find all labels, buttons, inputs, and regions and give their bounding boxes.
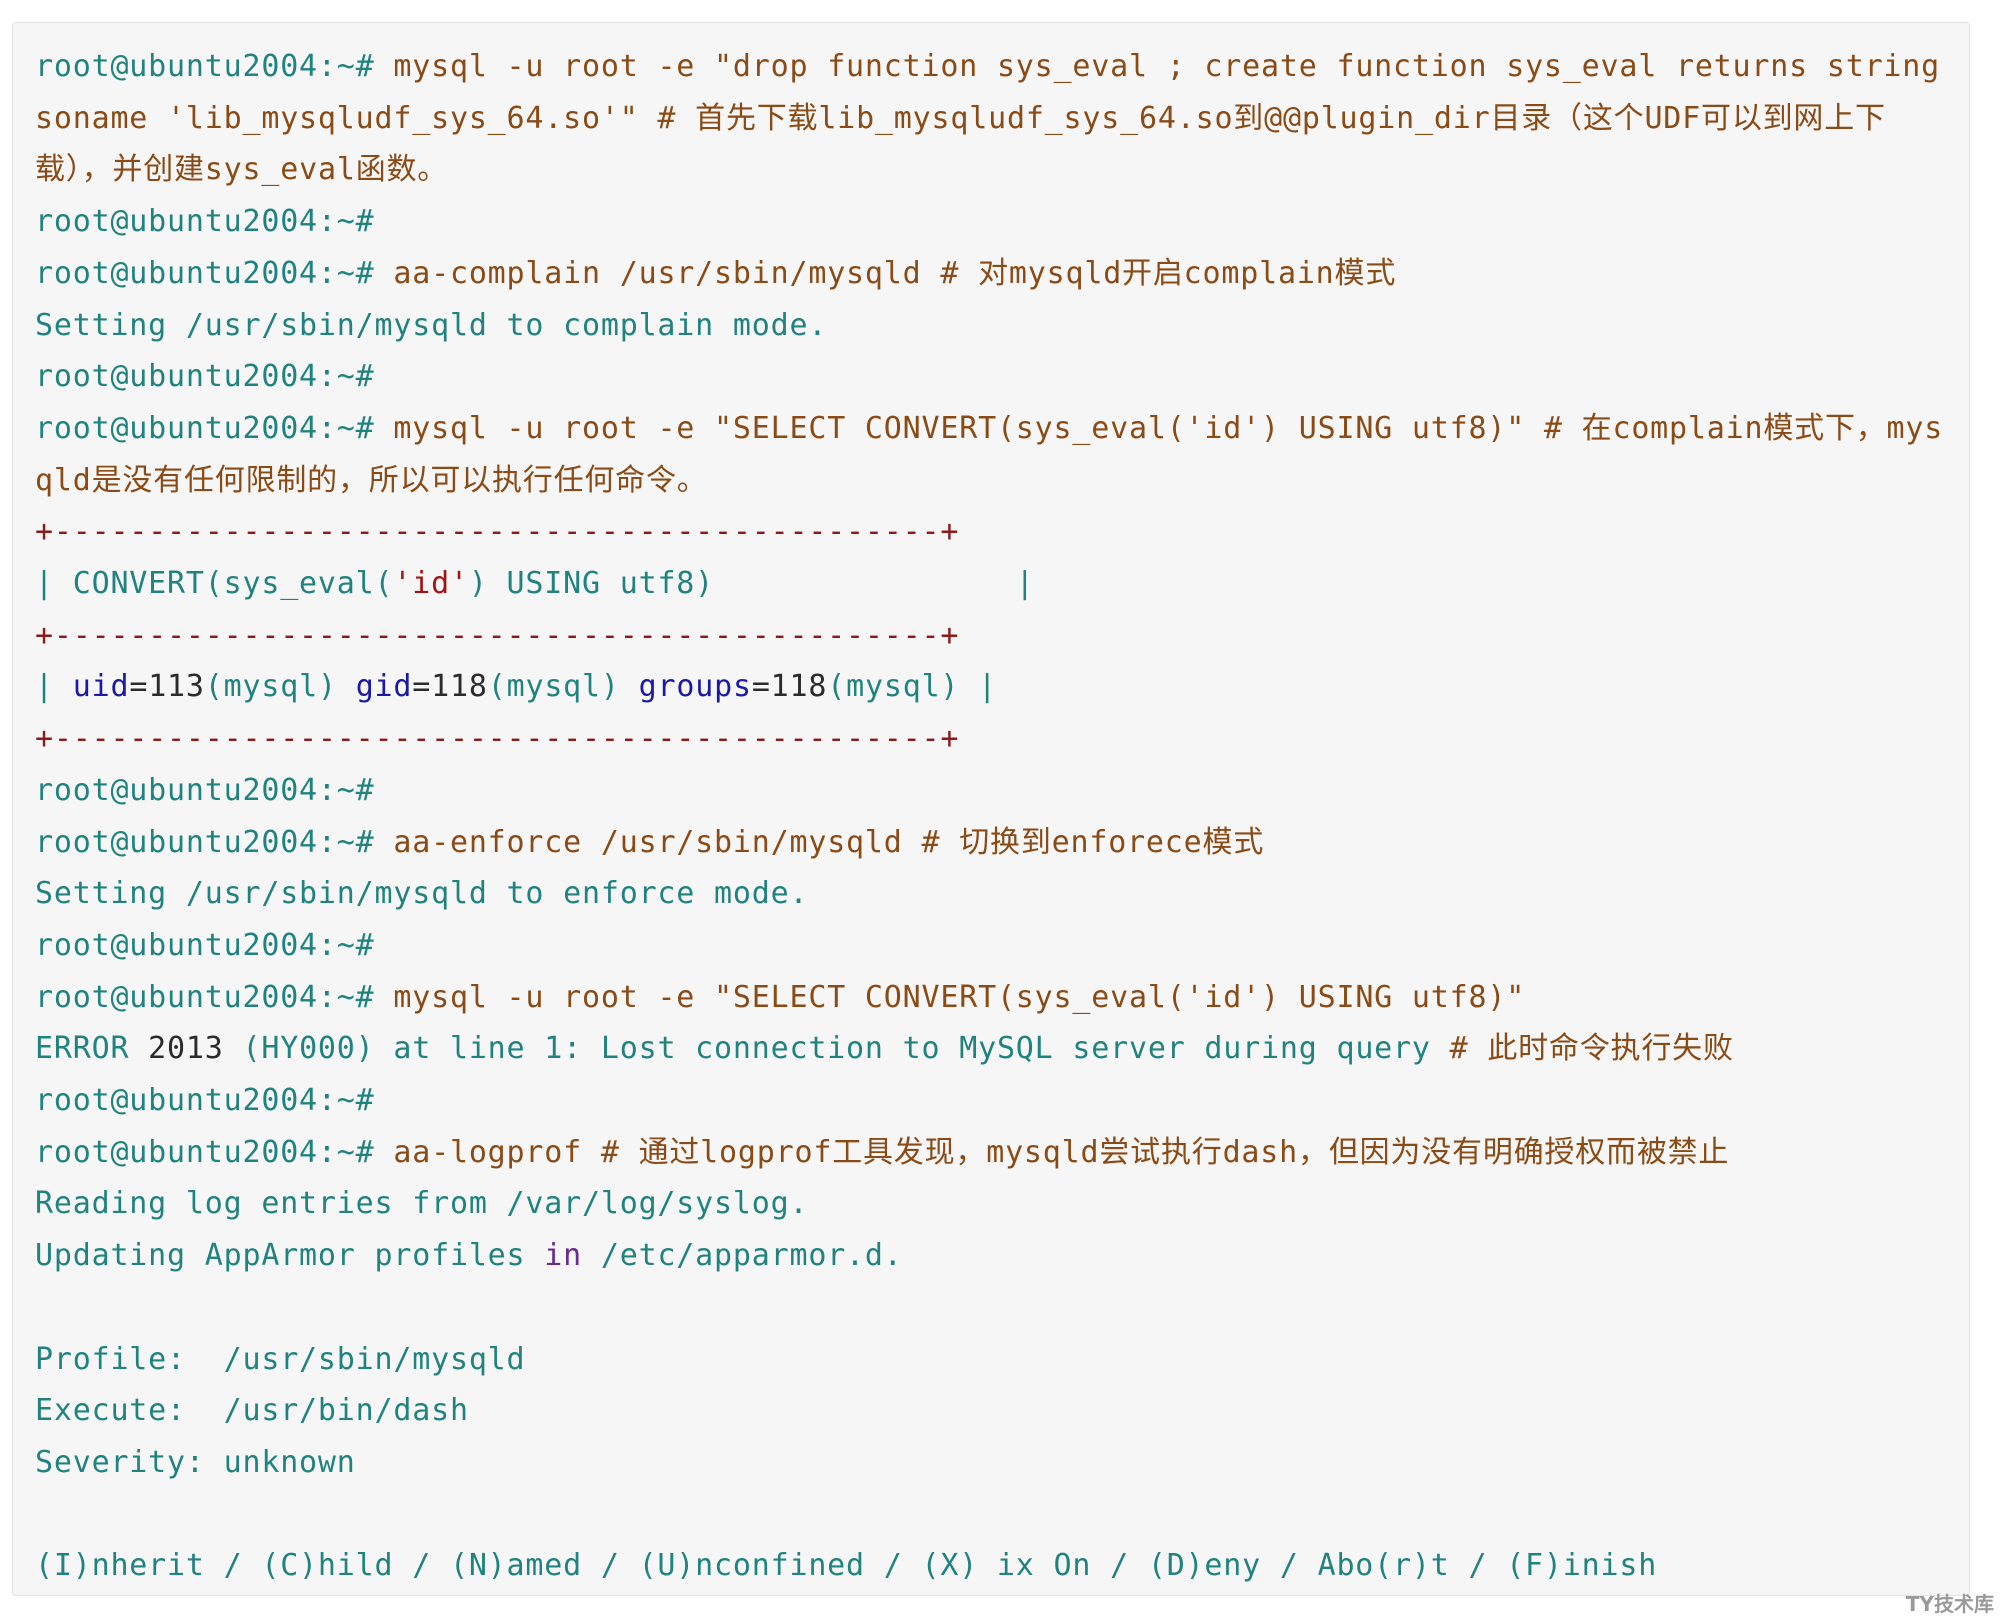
table-header-id: 'id': [393, 566, 469, 602]
prompt: root@ubuntu2004:~#: [35, 204, 375, 240]
table-header-row: | CONVERT(sys_eval('id') USING utf8) |: [35, 558, 1947, 610]
row-gid-value: =118: [412, 669, 488, 705]
prompt: root@ubuntu2004:~#: [35, 410, 375, 446]
command-text: mysql -u root -e "SELECT CONVERT(sys_eva…: [374, 979, 1526, 1015]
error-prefix: ERROR: [35, 1031, 149, 1067]
command-text: aa-enforce /usr/sbin/mysqld # 切换到enforec…: [374, 824, 1265, 860]
terminal-line: root@ubuntu2004:~# mysql -u root -e "dro…: [35, 41, 1947, 196]
error-number: 2013: [148, 1031, 224, 1067]
blank-line: [35, 1282, 1947, 1334]
row-gid-key: gid: [355, 669, 413, 705]
prompt: root@ubuntu2004:~#: [35, 824, 375, 860]
output-text: Severity: unknown: [35, 1444, 356, 1480]
row-groups-value: =118: [751, 669, 828, 705]
table-header-post: ) USING utf8) |: [468, 566, 1035, 602]
prompt: root@ubuntu2004:~#: [35, 979, 375, 1015]
command-text: mysql -u root -e "SELECT CONVERT(sys_eva…: [35, 410, 1944, 498]
output-text: Setting /usr/sbin/mysqld to complain mod…: [35, 307, 828, 343]
row-uid-key: uid: [72, 669, 130, 705]
table-border-text: +---------------------------------------…: [35, 514, 960, 550]
row-gid-name: (mysql): [487, 669, 639, 705]
terminal-line: root@ubuntu2004:~#: [35, 1075, 1947, 1127]
terminal-line: root@ubuntu2004:~# mysql -u root -e "SEL…: [35, 972, 1947, 1024]
terminal-line: Setting /usr/sbin/mysqld to enforce mode…: [35, 868, 1947, 920]
prompt: root@ubuntu2004:~#: [35, 255, 375, 291]
error-comment: # 此时命令执行失败: [1449, 1031, 1734, 1067]
error-message: (HY000) at line 1: Lost connection to My…: [223, 1031, 1450, 1067]
row-groups-name: (mysql): [827, 669, 979, 705]
watermark: TY技术库: [1905, 1592, 1994, 1616]
terminal-line: root@ubuntu2004:~#: [35, 196, 1947, 248]
table-border: +---------------------------------------…: [35, 713, 1947, 765]
command-text: aa-complain /usr/sbin/mysqld # 对mysqld开启…: [374, 255, 1397, 291]
row-groups-key: groups: [638, 669, 752, 705]
row-pipe-right: |: [978, 669, 998, 705]
table-header-pre: | CONVERT(sys_eval(: [35, 566, 394, 602]
terminal-line: Severity: unknown: [35, 1437, 1947, 1489]
terminal-line: ERROR 2013 (HY000) at line 1: Lost conne…: [35, 1023, 1947, 1075]
terminal-line: root@ubuntu2004:~#: [35, 351, 1947, 403]
terminal-line: Setting /usr/sbin/mysqld to complain mod…: [35, 300, 1947, 352]
prompt: root@ubuntu2004:~#: [35, 772, 375, 808]
command-text: mysql -u root -e "drop function sys_eval…: [35, 49, 1959, 188]
table-border-text: +---------------------------------------…: [35, 617, 960, 653]
terminal-line: root@ubuntu2004:~#: [35, 765, 1947, 817]
terminal-line: root@ubuntu2004:~# aa-complain /usr/sbin…: [35, 248, 1947, 300]
table-border: +---------------------------------------…: [35, 610, 1947, 662]
blank-line: [35, 1489, 1947, 1541]
row-uid-value: =113: [129, 669, 205, 705]
output-text: /etc/apparmor.d.: [582, 1238, 903, 1274]
table-border: +---------------------------------------…: [35, 506, 1947, 558]
row-uid-name: (mysql): [204, 669, 356, 705]
row-pipe-left: |: [35, 669, 73, 705]
prompt: root@ubuntu2004:~#: [35, 49, 375, 84]
output-text: Execute: /usr/bin/dash: [35, 1393, 469, 1429]
table-data-row: | uid=113(mysql) gid=118(mysql) groups=1…: [35, 661, 1947, 713]
options-text: (I)nherit / (C)hild / (N)amed / (U)nconf…: [35, 1548, 1658, 1584]
command-text: aa-logprof # 通过logprof工具发现，mysqld尝试执行das…: [374, 1134, 1730, 1170]
prompt: root@ubuntu2004:~#: [35, 1083, 375, 1119]
prompt: root@ubuntu2004:~#: [35, 1134, 375, 1170]
output-text: Profile: /usr/sbin/mysqld: [35, 1341, 526, 1377]
keyword-in: in: [544, 1238, 582, 1274]
output-text: Updating AppArmor profiles: [35, 1238, 545, 1274]
terminal-line: Updating AppArmor profiles in /etc/appar…: [35, 1230, 1947, 1282]
terminal-code-block: root@ubuntu2004:~# mysql -u root -e "dro…: [12, 22, 1970, 1596]
prompt: root@ubuntu2004:~#: [35, 359, 375, 395]
terminal-line: root@ubuntu2004:~# aa-enforce /usr/sbin/…: [35, 817, 1947, 869]
terminal-line: Reading log entries from /var/log/syslog…: [35, 1178, 1947, 1230]
terminal-line: root@ubuntu2004:~# mysql -u root -e "SEL…: [35, 403, 1947, 506]
output-text: Reading log entries from /var/log/syslog…: [35, 1186, 809, 1222]
table-border-text: +---------------------------------------…: [35, 721, 960, 757]
terminal-line: root@ubuntu2004:~#: [35, 920, 1947, 972]
terminal-line: (I)nherit / (C)hild / (N)amed / (U)nconf…: [35, 1540, 1947, 1592]
output-text: Setting /usr/sbin/mysqld to enforce mode…: [35, 876, 809, 912]
terminal-line: Execute: /usr/bin/dash: [35, 1385, 1947, 1437]
terminal-line: Profile: /usr/sbin/mysqld: [35, 1334, 1947, 1386]
prompt: root@ubuntu2004:~#: [35, 927, 375, 963]
terminal-line: root@ubuntu2004:~# aa-logprof # 通过logpro…: [35, 1127, 1947, 1179]
